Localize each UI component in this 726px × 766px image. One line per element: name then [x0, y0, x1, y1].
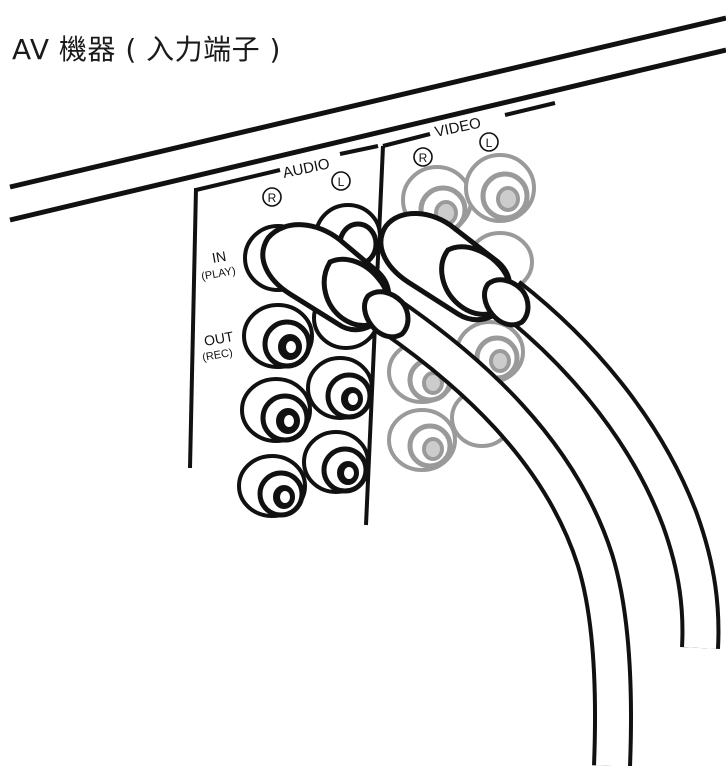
video-r-marker: R	[413, 147, 433, 167]
in-label: IN	[211, 248, 228, 266]
svg-text:L: L	[486, 136, 493, 150]
video-l-marker: L	[479, 132, 499, 152]
video-cable	[495, 280, 721, 650]
in-sub-label: (PLAY)	[200, 265, 236, 283]
caption: AV 機器 ( 入力端子 )	[12, 33, 281, 66]
audio-jacks	[237, 203, 382, 518]
audio-jack-r-row4	[237, 454, 307, 518]
video-plug	[378, 211, 531, 328]
device-top-edge	[9, 15, 726, 223]
audio-jack-l-row3	[306, 356, 374, 420]
video-jack-l-in	[464, 153, 536, 223]
audio-jack-r-out	[242, 303, 314, 369]
video-jacks	[387, 153, 536, 472]
out-label: OUT	[203, 328, 235, 349]
out-sub-label: (REC)	[201, 347, 233, 364]
audio-plug	[260, 222, 411, 340]
audio-jack-r-row3	[240, 377, 312, 443]
audio-jack-l-row4	[302, 430, 370, 494]
video-jack-r-low	[387, 408, 457, 472]
audio-l-marker: L	[331, 171, 351, 191]
video-panel-outline	[382, 101, 556, 148]
audio-cable	[373, 295, 634, 766]
audio-r-marker: R	[262, 187, 282, 207]
svg-text:L: L	[338, 175, 345, 189]
svg-text:R: R	[268, 191, 277, 205]
audio-label: AUDIO	[281, 155, 331, 182]
svg-text:R: R	[419, 151, 428, 165]
